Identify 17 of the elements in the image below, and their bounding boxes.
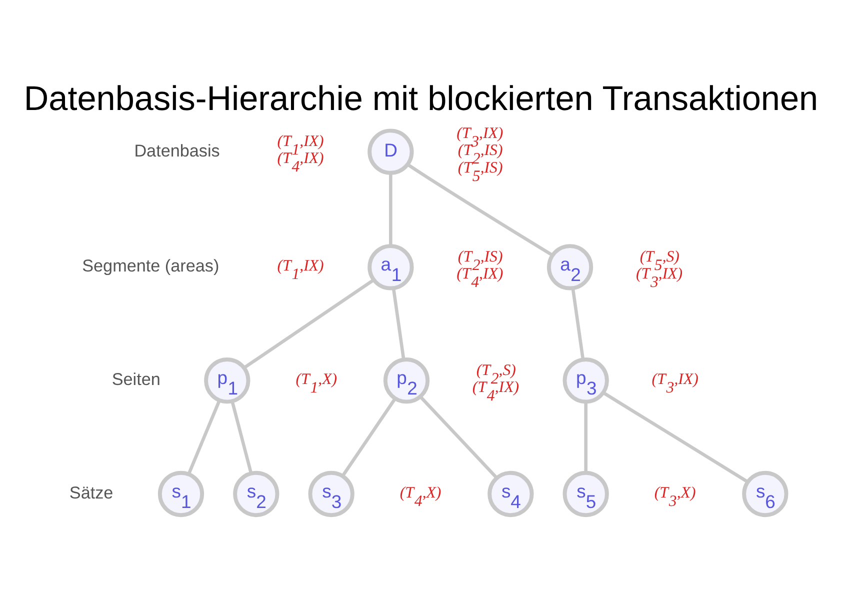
connector bbox=[392, 288, 406, 360]
connector bbox=[406, 163, 554, 257]
label: Seiten bbox=[112, 369, 160, 390]
connector bbox=[230, 400, 253, 474]
label: Sätze bbox=[69, 482, 114, 502]
label: Datenbasis bbox=[134, 140, 220, 160]
connector bbox=[571, 288, 585, 360]
label: Segmente (areas) bbox=[82, 256, 220, 276]
connector bbox=[243, 278, 375, 370]
connector bbox=[389, 173, 392, 246]
connector bbox=[602, 392, 748, 484]
connector bbox=[584, 402, 588, 473]
connector bbox=[419, 396, 498, 480]
connector bbox=[341, 398, 396, 477]
connector bbox=[187, 400, 221, 475]
node-circle: D bbox=[368, 128, 414, 175]
diagram-title: Datenbasis-Hierarchie mit blockierten Transaktionen bbox=[24, 80, 818, 118]
